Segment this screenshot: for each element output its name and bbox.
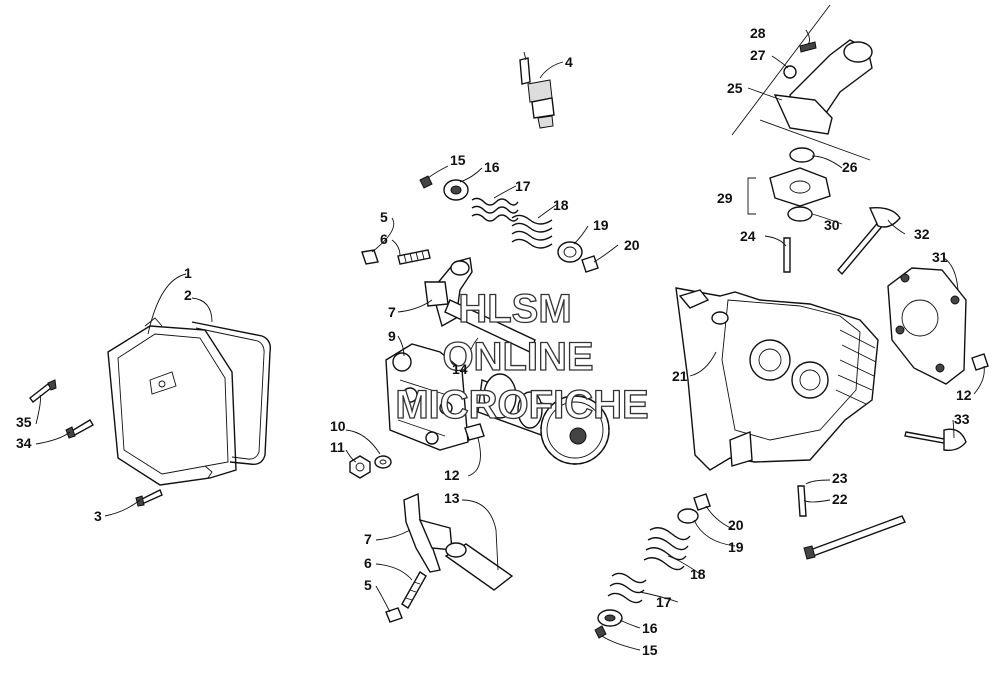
rocker-shaft-13	[444, 542, 514, 591]
callout-1: 1	[184, 265, 192, 281]
callout-26: 26	[842, 159, 858, 175]
callout-35: 35	[16, 414, 32, 430]
nut-upper	[361, 249, 379, 265]
callout-2: 2	[184, 287, 192, 303]
valve-cover	[107, 317, 237, 486]
valve-spring-17-lower	[607, 572, 647, 604]
rocker-shaft	[444, 299, 536, 353]
retainer-15-upper	[419, 175, 433, 189]
callout-13: 13	[444, 490, 460, 506]
stud-bolt-22	[803, 515, 906, 560]
insulator-gasket	[769, 167, 831, 207]
callout-20: 20	[624, 237, 640, 253]
dowel-23	[797, 485, 807, 517]
seal-19-lower	[677, 508, 699, 524]
callout-10: 10	[330, 418, 346, 434]
watermark: HLSM ONLINE MICROFICHE	[395, 286, 650, 427]
callout-6: 6	[380, 231, 388, 247]
callout-22: 22	[832, 491, 848, 507]
rocker-arm-upper	[424, 257, 473, 328]
callout-5: 5	[380, 209, 388, 225]
spark-plug	[519, 51, 555, 129]
dowel-12-right	[971, 353, 989, 371]
retainer-15-lower	[594, 625, 607, 639]
valve-cover-gasket	[191, 321, 272, 465]
spring-seat-16-lower	[597, 609, 623, 627]
callout-12-right: 12	[956, 387, 972, 403]
callout-9: 9	[388, 328, 396, 344]
cylinder-head	[675, 287, 879, 471]
callout-24: 24	[740, 228, 756, 244]
washer-10	[374, 455, 392, 469]
head-gasket	[887, 267, 967, 385]
bolt-27	[783, 65, 797, 79]
callout-19-lower: 19	[728, 539, 744, 555]
bolt-28	[799, 41, 817, 53]
seal-19-upper	[557, 241, 583, 263]
intake-bracket-lines	[731, 4, 871, 161]
o-ring-30	[787, 206, 813, 222]
adjust-screw-lower	[401, 570, 427, 610]
callout-16: 16	[484, 159, 500, 175]
callout-20-lower: 20	[728, 517, 744, 533]
callout-7: 7	[388, 304, 396, 320]
callout-21: 21	[672, 368, 688, 384]
stud-24	[783, 237, 791, 273]
bracket-29	[747, 177, 756, 215]
svg-text:ONLINE: ONLINE	[442, 335, 593, 379]
callout-17-lower: 17	[656, 594, 672, 610]
dowel-pin-12	[464, 423, 485, 441]
callout-5-lower: 5	[364, 577, 372, 593]
callout-19: 19	[593, 217, 609, 233]
callout-18-lower: 18	[690, 566, 706, 582]
callout-11: 11	[330, 439, 345, 455]
svg-text:HLSM: HLSM	[458, 287, 571, 331]
o-ring-26	[789, 147, 815, 163]
callout-23: 23	[832, 470, 848, 486]
cam-sprocket	[540, 395, 610, 465]
camshaft	[477, 373, 561, 441]
callout-6-lower: 6	[364, 555, 372, 571]
svg-text:MICROFICHE: MICROFICHE	[395, 383, 648, 427]
callout-31: 31	[932, 249, 948, 265]
bolt-35	[29, 379, 57, 403]
callout-3: 3	[94, 508, 102, 524]
valve-spring-17-upper	[471, 197, 519, 222]
adjust-screw-upper	[397, 249, 431, 265]
valve-spring-18-upper	[511, 214, 553, 249]
callout-18: 18	[553, 197, 569, 213]
callout-29: 29	[717, 190, 733, 206]
nut-lower	[385, 607, 403, 623]
callout-15: 15	[450, 152, 466, 168]
callout-7-lower: 7	[364, 531, 372, 547]
rocker-holder	[385, 343, 469, 451]
callout-14: 14	[452, 361, 468, 377]
callout-labels: 1 2 3 4 5 6 7 9 10 11 12 13 14 15 16 17 …	[16, 25, 972, 658]
exhaust-valve	[837, 207, 901, 276]
stem-seal-20-upper	[581, 255, 599, 273]
leader-lines	[35, 29, 985, 651]
callout-27: 27	[750, 47, 766, 63]
callout-28: 28	[750, 25, 766, 41]
bolt-3	[135, 489, 163, 507]
callout-32: 32	[914, 226, 930, 242]
callout-34: 34	[16, 435, 32, 451]
callout-17: 17	[515, 178, 531, 194]
bolt-34	[65, 419, 94, 439]
callout-15-lower: 15	[642, 642, 658, 658]
callout-4: 4	[565, 54, 573, 70]
spring-seat-16-upper	[443, 179, 469, 201]
callout-12: 12	[444, 467, 460, 483]
stem-seal-20-lower	[693, 493, 711, 511]
callout-33: 33	[954, 411, 970, 427]
intake-valve	[904, 428, 967, 452]
valve-spring-18-lower	[643, 527, 691, 571]
callout-30: 30	[824, 217, 840, 233]
callout-25: 25	[727, 80, 743, 96]
intake-pipe	[773, 39, 873, 135]
rocker-arm-lower	[403, 492, 453, 573]
callout-16-lower: 16	[642, 620, 658, 636]
